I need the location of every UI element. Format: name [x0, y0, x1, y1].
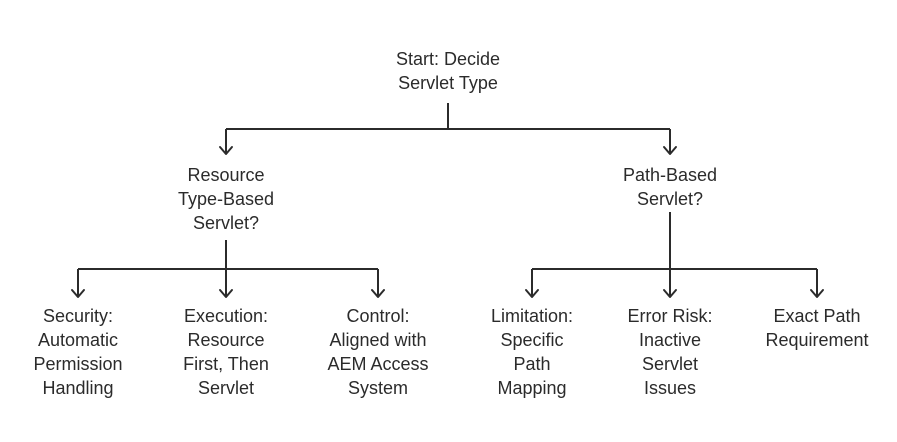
leaf-node-line: Specific: [500, 330, 564, 350]
arrow-to-security-node: [71, 289, 85, 298]
leaf-node-line: Automatic: [37, 330, 119, 350]
arrow-to-limitation-node: [525, 289, 539, 298]
leaf-node-line: Mapping: [497, 378, 567, 398]
leaf-node-line: Execution:: [183, 306, 269, 326]
leaf-node-line: Inactive: [638, 330, 702, 350]
leaf-node-line: AEM Access: [327, 354, 429, 374]
leaf-node-line: Aligned with: [329, 330, 427, 350]
leaf-node-limitation: Limitation: Specific Path Mapping: [457, 304, 607, 400]
leaf-node-line: Path: [513, 354, 551, 374]
leaf-node-line: Servlet: [641, 354, 699, 374]
leaf-node-line: Limitation:: [490, 306, 574, 326]
branch-node-line: Servlet?: [192, 213, 260, 233]
leaf-node-line: Resource: [187, 330, 265, 350]
branch-node-line: Servlet?: [636, 189, 704, 209]
connector-resource-type-to-children: [77, 240, 379, 296]
leaf-node-line: Servlet: [197, 378, 255, 398]
leaf-node-line: System: [347, 378, 408, 398]
leaf-node-line: Requirement: [765, 330, 869, 350]
leaf-node-exact-path-requirement: Exact Path Requirement: [742, 304, 892, 352]
leaf-node-error-risk: Error Risk: Inactive Servlet Issues: [595, 304, 745, 400]
leaf-node-line: Control:: [346, 306, 410, 326]
arrow-to-exact-path-node: [810, 289, 824, 298]
branch-node-resource-type-based-servlet: Resource Type-Based Servlet?: [151, 163, 301, 235]
leaf-node-execution: Execution: Resource First, Then Servlet: [151, 304, 301, 400]
root-node-start-decide-servlet-type: Start: Decide Servlet Type: [373, 47, 523, 95]
leaf-node-line: Exact Path: [773, 306, 861, 326]
root-node-line: Start: Decide: [395, 49, 501, 69]
leaf-node-line: Permission: [33, 354, 123, 374]
leaf-node-control: Control: Aligned with AEM Access System: [303, 304, 453, 400]
leaf-node-line: Issues: [643, 378, 697, 398]
connector-path-based-to-children: [531, 212, 818, 296]
arrow-to-error-risk-node: [663, 289, 677, 298]
branch-node-line: Path-Based: [622, 165, 718, 185]
leaf-node-line: Error Risk:: [627, 306, 713, 326]
connector-root-to-branches: [225, 103, 671, 153]
arrow-to-path-based-branch: [663, 146, 677, 155]
leaf-node-line: Security:: [42, 306, 114, 326]
leaf-node-security: Security: Automatic Permission Handling: [3, 304, 153, 400]
branch-node-path-based-servlet: Path-Based Servlet?: [595, 163, 745, 211]
branch-node-line: Resource: [187, 165, 265, 185]
arrow-to-execution-node: [219, 289, 233, 298]
branch-node-line: Type-Based: [177, 189, 275, 209]
arrow-to-resource-type-branch: [219, 146, 233, 155]
leaf-node-line: First, Then: [183, 354, 269, 374]
root-node-line: Servlet Type: [398, 73, 498, 93]
arrow-to-control-node: [371, 289, 385, 298]
leaf-node-line: Handling: [42, 378, 114, 398]
